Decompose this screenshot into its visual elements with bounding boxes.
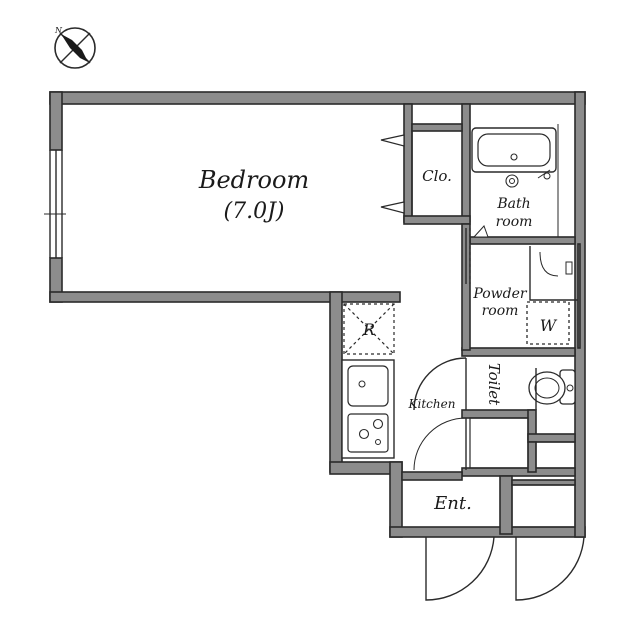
compass-north-label: N	[54, 26, 63, 35]
kitchen-counter	[341, 359, 395, 459]
refrigerator-label: R	[362, 320, 375, 339]
bedroom-size-label: (7.0J)	[224, 199, 285, 224]
powder-label-2: room	[482, 303, 519, 319]
bath-label-1: Bath	[496, 196, 530, 212]
washbasin	[529, 246, 578, 301]
interior-doors	[413, 357, 576, 528]
closet-label: Clo.	[422, 167, 452, 185]
closet-doors	[380, 131, 413, 216]
window	[44, 150, 66, 258]
refrigerator-space	[343, 303, 395, 355]
toilet-label: Toilet	[485, 363, 503, 406]
washer-space	[526, 301, 570, 345]
bedroom-label: Bedroom	[198, 166, 309, 194]
powder-label-1: Powder	[472, 286, 528, 302]
bath-sliding-door	[465, 228, 471, 284]
entrance-label: Ent.	[433, 493, 472, 514]
bath-label-2: room	[496, 214, 533, 230]
washer-label: W	[540, 316, 558, 335]
entrance-doors	[425, 536, 585, 601]
bathtub	[471, 124, 559, 238]
north-compass-icon: N	[54, 26, 96, 69]
walls	[49, 91, 586, 538]
kitchen-label: Kitchen	[408, 397, 456, 411]
toilet-fixture	[528, 368, 576, 410]
